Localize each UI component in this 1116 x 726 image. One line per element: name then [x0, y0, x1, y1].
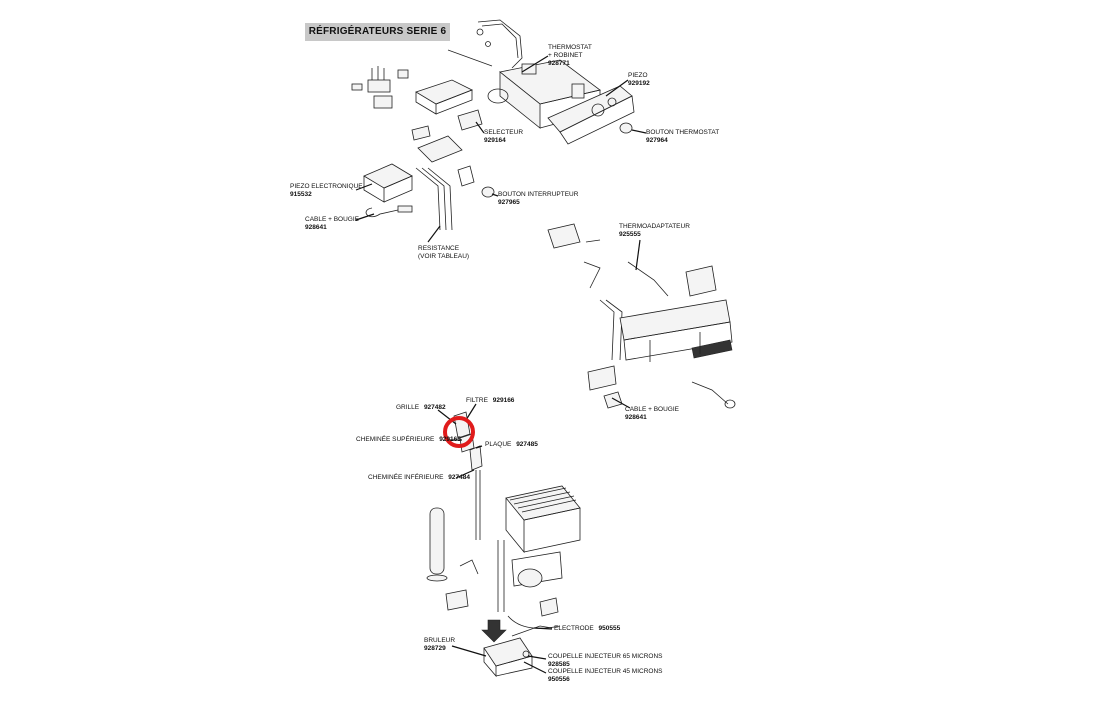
label-selecteur-code: 929164: [484, 137, 506, 144]
label-piezo-code: 929192: [628, 80, 650, 87]
label-coupelle-65-code: 928585: [548, 661, 570, 668]
cooling-unit-drawing: [426, 411, 581, 678]
label-selecteur: SELECTEUR 929164: [484, 129, 523, 145]
label-bouton-interrupteur-code: 927965: [498, 199, 520, 206]
label-piezo-electronique-name: PIEZO ELECTRONIQUE: [290, 183, 363, 190]
label-grille-name: GRILLE: [396, 404, 420, 411]
label-thermostat-code: 928771: [548, 60, 570, 67]
label-bruleur: BRULEUR 928729: [424, 637, 455, 653]
label-filtre-code: 929166: [492, 397, 515, 404]
label-bouton-thermostat-code: 927964: [646, 137, 668, 144]
label-piezo-name: PIEZO: [628, 72, 648, 79]
label-cheminee-inferieure-name: CHEMINÉE INFÉRIEURE: [368, 474, 444, 481]
label-coupelle-65: COUPELLE INJECTEUR 65 MICRONS 928585: [548, 653, 663, 669]
label-bouton-thermostat-name: BOUTON THERMOSTAT: [646, 129, 720, 136]
label-plaque-name: PLAQUE: [485, 441, 512, 448]
label-piezo-electronique: PIEZO ELECTRONIQUE 915532: [290, 183, 363, 199]
label-thermostat: THERMOSTAT + ROBINET 928771: [548, 44, 592, 68]
page-title: RÉFRIGÉRATEURS SERIE 6: [305, 23, 450, 41]
label-electrode: ELECTRODE 950555: [554, 625, 620, 633]
label-plaque: PLAQUE 927485: [485, 441, 538, 449]
label-grille-code: 927482: [423, 404, 446, 411]
label-cable-bougie-2-name: CABLE + BOUGIE: [625, 406, 680, 413]
label-bouton-thermostat: BOUTON THERMOSTAT 927964: [646, 129, 719, 145]
leader-lines: [355, 55, 647, 674]
label-cheminee-superieure: CHEMINÉE SUPÉRIEURE 929165: [356, 436, 461, 444]
label-electrode-code: 950555: [598, 625, 621, 632]
label-cable-bougie-1: CABLE + BOUGIE 928641: [305, 216, 359, 232]
label-bouton-interrupteur-name: BOUTON INTERRUPTEUR: [498, 191, 579, 198]
top-assembly-drawing: [351, 19, 635, 231]
label-coupelle-45-name: COUPELLE INJECTEUR 45 MICRONS: [548, 668, 663, 675]
label-thermoadaptateur-name: THERMOADAPTATEUR: [619, 223, 690, 230]
label-electrode-name: ELECTRODE: [554, 625, 594, 632]
label-resistance: RESISTANCE (VOIR TABLEAU): [418, 245, 469, 261]
label-coupelle-45-code: 950556: [548, 676, 570, 683]
label-bruleur-code: 928729: [424, 645, 446, 652]
filter-highlight-ring: [443, 416, 475, 448]
side-assembly-drawing: [547, 223, 736, 409]
label-piezo: PIEZO 929192: [628, 72, 650, 88]
label-selecteur-name: SELECTEUR: [484, 129, 524, 136]
label-cable-bougie-1-name: CABLE + BOUGIE: [305, 216, 360, 223]
label-filtre: FILTRE 929166: [466, 397, 514, 405]
label-thermoadaptateur: THERMOADAPTATEUR 925555: [619, 223, 690, 239]
label-cheminee-inferieure-code: 927484: [448, 474, 470, 481]
label-cheminee-superieure-code: 929165: [439, 436, 461, 443]
label-thermostat-name-2: + ROBINET: [548, 52, 583, 59]
label-coupelle-45: COUPELLE INJECTEUR 45 MICRONS 950556: [548, 668, 663, 684]
label-thermoadaptateur-code: 925555: [619, 231, 641, 238]
label-plaque-code: 927485: [516, 441, 538, 448]
label-resistance-name-2: (VOIR TABLEAU): [418, 253, 470, 260]
label-cable-bougie-2-code: 928641: [625, 414, 647, 421]
label-cheminee-inferieure: CHEMINÉE INFÉRIEURE 927484: [368, 474, 470, 482]
label-cable-bougie-1-code: 928641: [305, 224, 327, 231]
label-bouton-interrupteur: BOUTON INTERRUPTEUR 927965: [498, 191, 578, 207]
label-piezo-electronique-code: 915532: [290, 191, 312, 198]
label-cable-bougie-2: CABLE + BOUGIE 928641: [625, 406, 679, 422]
label-filtre-name: FILTRE: [466, 397, 488, 404]
label-grille: GRILLE 927482: [396, 404, 446, 412]
label-thermostat-name-1: THERMOSTAT: [548, 44, 592, 51]
label-cheminee-superieure-name: CHEMINÉE SUPÉRIEURE: [356, 436, 435, 443]
label-resistance-name-1: RESISTANCE: [418, 245, 460, 252]
label-bruleur-name: BRULEUR: [424, 637, 456, 644]
label-coupelle-65-name: COUPELLE INJECTEUR 65 MICRONS: [548, 653, 663, 660]
